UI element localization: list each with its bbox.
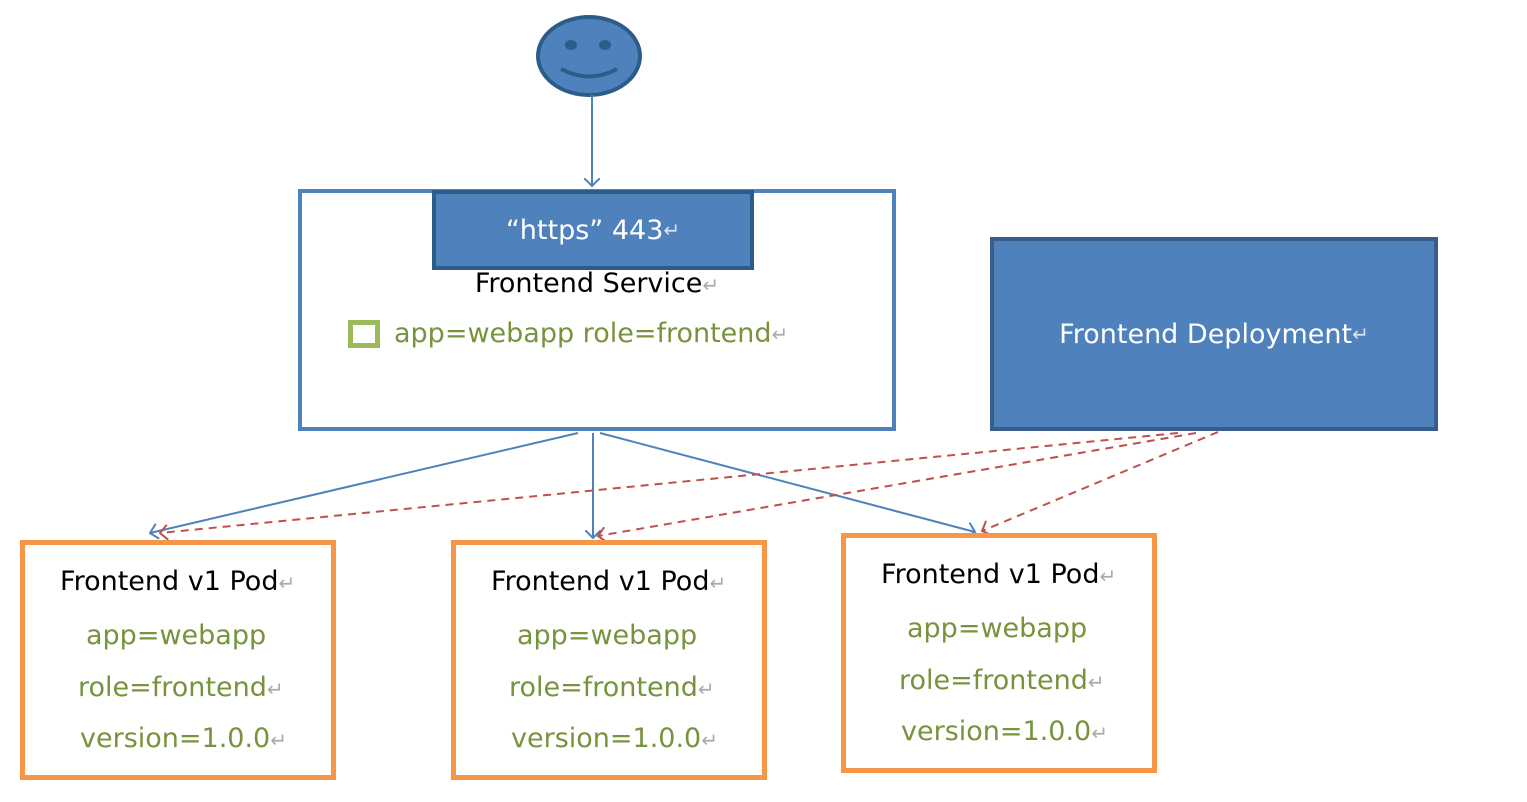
pod-2-label-app: app=webapp bbox=[517, 620, 698, 651]
pod-1-label-role: role=frontend↵ bbox=[78, 672, 284, 703]
pod-3-label-version: version=1.0.0↵ bbox=[901, 716, 1108, 747]
deployment-title: Frontend Deployment bbox=[1059, 318, 1353, 350]
service-port-label: “https” 443 bbox=[505, 214, 664, 246]
selector-square-icon bbox=[348, 319, 380, 348]
pod-1-title: Frontend v1 Pod↵ bbox=[60, 566, 296, 597]
pod-2-title: Frontend v1 Pod↵ bbox=[491, 566, 727, 597]
deployment-to-pod-1-arrow bbox=[160, 432, 1179, 533]
pod-1-label-app: app=webapp bbox=[86, 620, 267, 651]
service-to-pod-3-arrow bbox=[599, 432, 975, 532]
pod-2-label-version: version=1.0.0↵ bbox=[511, 723, 718, 754]
service-to-pod-1-arrow bbox=[150, 432, 579, 533]
pod-box-2 bbox=[451, 540, 767, 780]
deployment-to-pod-3-arrow bbox=[982, 431, 1219, 531]
pod-1-label-version: version=1.0.0↵ bbox=[80, 723, 287, 754]
pod-box-1 bbox=[20, 540, 336, 780]
service-title: Frontend Service↵ bbox=[474, 268, 720, 299]
service-selector: app=webapp role=frontend↵ bbox=[348, 318, 788, 349]
pod-3-label-app: app=webapp bbox=[907, 613, 1088, 644]
service-port-box: “https” 443↵ bbox=[432, 190, 754, 270]
pod-3-label-role: role=frontend↵ bbox=[899, 665, 1105, 696]
pod-box-3 bbox=[841, 533, 1157, 773]
pod-3-title: Frontend v1 Pod↵ bbox=[881, 559, 1117, 590]
frontend-deployment-box: Frontend Deployment↵ bbox=[990, 237, 1438, 431]
service-selector-text: app=webapp role=frontend bbox=[394, 318, 772, 349]
return-mark: ↵ bbox=[663, 218, 681, 242]
smiley-face-user-icon bbox=[536, 15, 642, 97]
deployment-to-pod-2-arrow bbox=[598, 432, 1197, 536]
pod-2-label-role: role=frontend↵ bbox=[509, 672, 715, 703]
